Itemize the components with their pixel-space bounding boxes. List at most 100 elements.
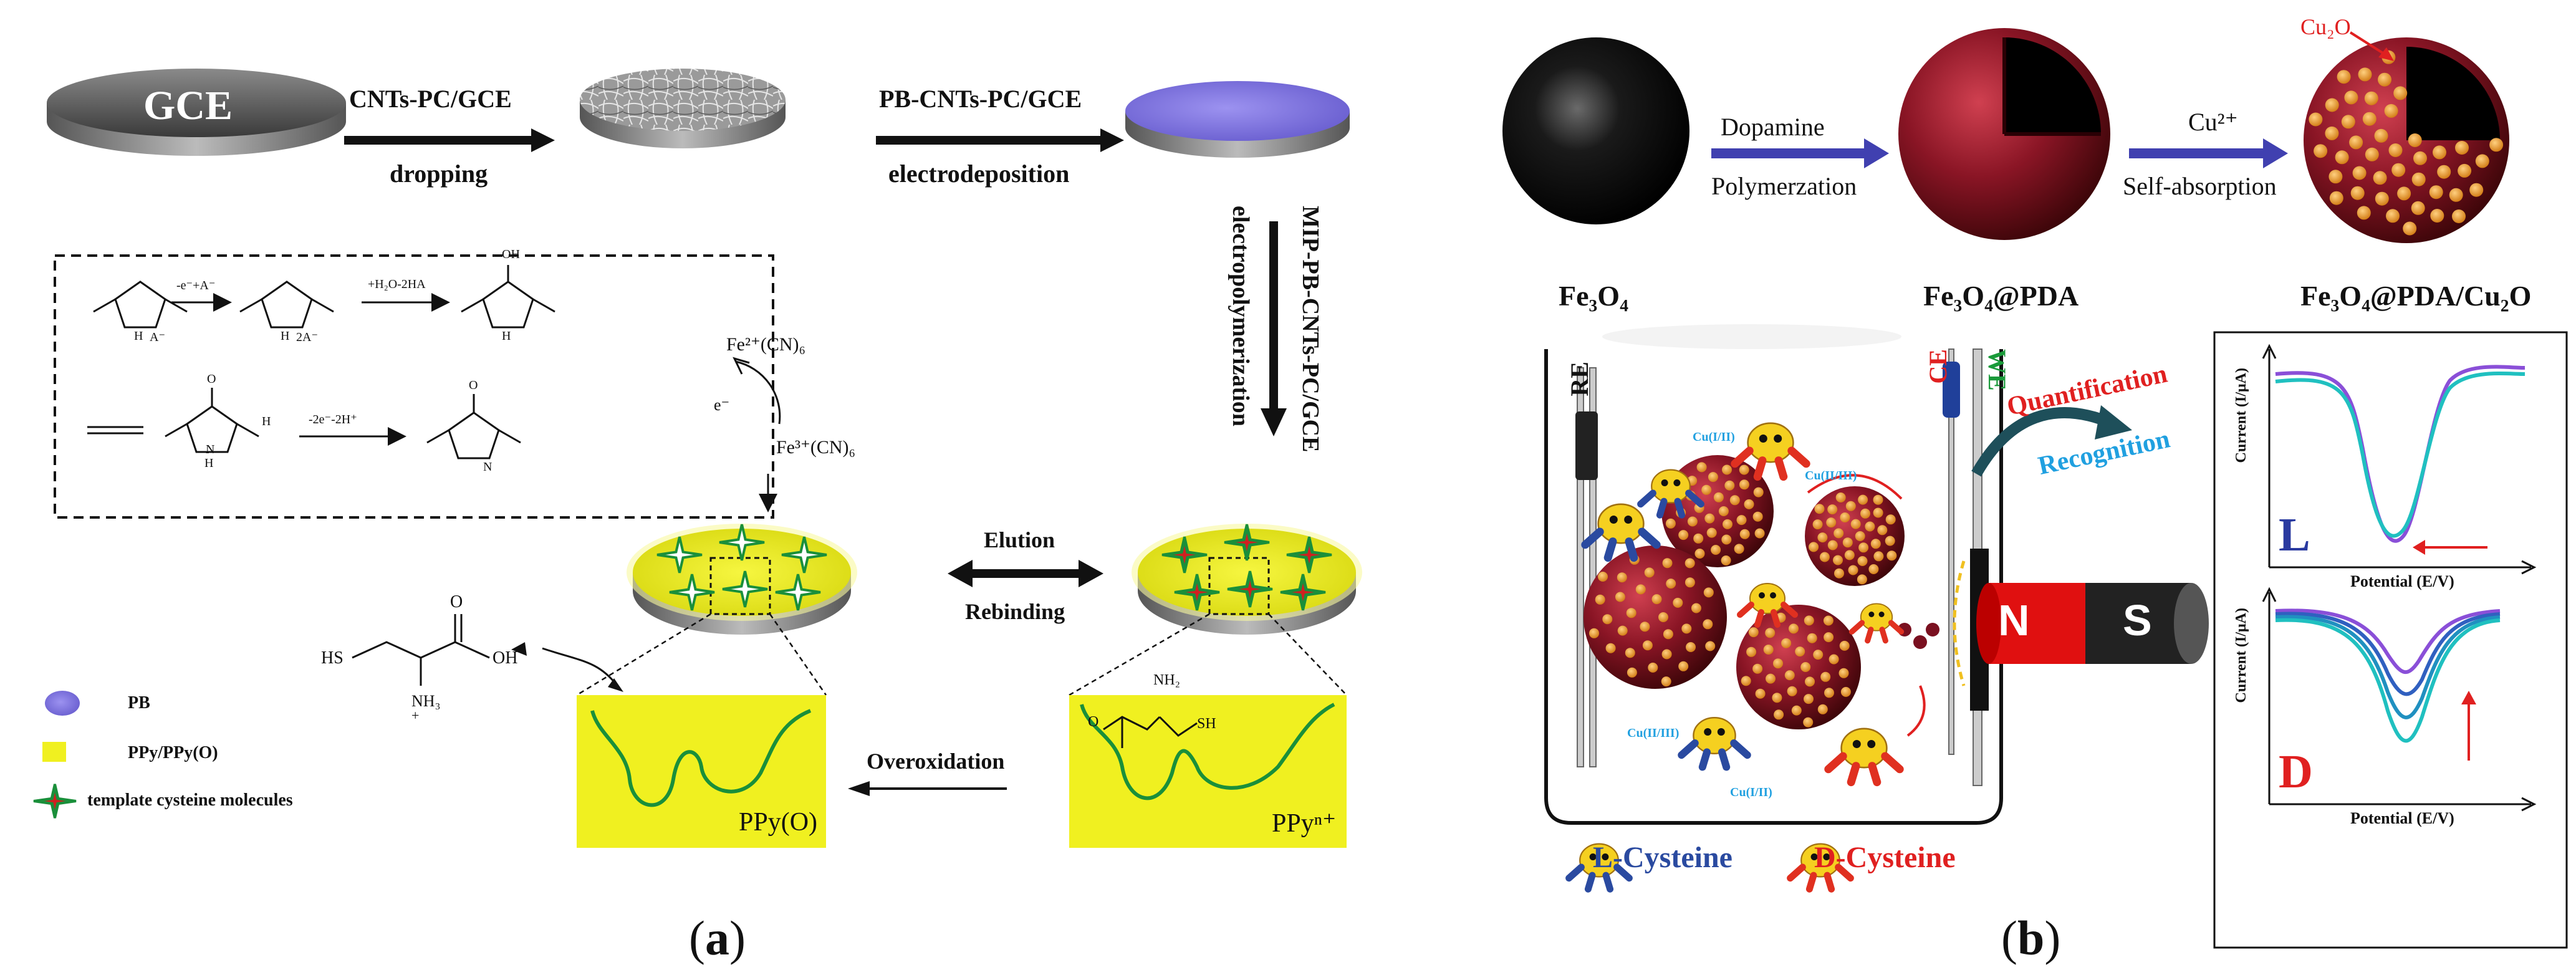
- arrow-overoxidation: [848, 781, 1007, 796]
- cys-oh-label: OH: [493, 648, 518, 668]
- cu2o-dot: [2411, 201, 2425, 215]
- cys-hs-label: HS: [321, 648, 344, 668]
- reaction-molecules: [93, 265, 555, 459]
- cysteine-mascot: [1787, 843, 1854, 893]
- template-stars: [1161, 524, 1332, 611]
- cu2o-dot: [2384, 103, 2398, 118]
- self-absorption-label: Self-absorption: [2123, 172, 2277, 200]
- legend-ppy-label: PPy/PPy(O): [128, 743, 218, 762]
- star-core: [1236, 533, 1258, 552]
- star-mark: [781, 536, 827, 574]
- cu2o-dot: [2393, 86, 2408, 100]
- cu2o-dot: [2349, 135, 2363, 150]
- electron-label: e⁻: [714, 396, 730, 414]
- magnet-n-label: N: [1998, 596, 2030, 645]
- fe3-label: Fe³⁺(CN)₆: [776, 437, 855, 458]
- legend-template-label: template cysteine molecules: [87, 790, 293, 810]
- cu-label-2: Cu(II/III): [1805, 469, 1857, 483]
- plot-top-curves: [2275, 365, 2526, 543]
- cavity-stars: [656, 524, 827, 611]
- caption-b: (b): [2001, 911, 2061, 965]
- plot-bottom-curves: [2275, 608, 2501, 743]
- reaction-arrows: [87, 293, 450, 446]
- star-mark: [656, 536, 703, 574]
- binding-arrow: [542, 647, 618, 686]
- cu2o-dot: [2350, 186, 2365, 200]
- elution-double-arrow: [948, 560, 1103, 587]
- fe3o4-pda-cu2o-label: Fe₃O₄@PDA/Cu₂O: [2300, 280, 2532, 312]
- gce-label: GCE: [143, 83, 233, 128]
- cu2o-dot: [2433, 145, 2446, 160]
- cu2o-dot: [2344, 90, 2358, 105]
- ppy-o-label: PPy(O): [739, 808, 818, 837]
- plot-top-axes: [2262, 343, 2537, 575]
- ppy-n-label: PPyⁿ⁺: [1272, 809, 1337, 838]
- cu2o-dot: [2337, 70, 2351, 84]
- cu2o-dot: [2408, 133, 2422, 147]
- cu2o-dot: [2411, 172, 2426, 186]
- cu2o-dot: [2429, 185, 2443, 199]
- caption-a: (a): [689, 911, 746, 965]
- cys-plus-label: +: [411, 708, 420, 723]
- step2-top-label: PB-CNTs-PC/GCE: [879, 85, 1082, 113]
- cysteine-mascot: [1731, 422, 1810, 481]
- cysteine-mascot: [1848, 603, 1905, 644]
- magnet-s-label: S: [2123, 596, 2152, 645]
- cu-label-3: Cu(II/III): [1627, 726, 1680, 740]
- mol-h-label-3: H: [502, 329, 511, 343]
- cu2o-dot: [2437, 165, 2451, 179]
- cys-nh3-label: NH₃: [411, 692, 441, 710]
- mol-n-label-2: N: [483, 460, 493, 474]
- fe3o4-label: Fe₃O₄: [1559, 280, 1628, 312]
- polymerzation-label: Polymerzation: [1711, 172, 1857, 200]
- mol-h-label-2: H: [281, 329, 290, 343]
- beaker: [1544, 324, 2003, 825]
- star-mark: [719, 524, 765, 561]
- free-particles: [1898, 623, 1939, 649]
- cysteine-mascot: [1637, 469, 1704, 519]
- ppy-o-block: [577, 695, 826, 848]
- legend-l-cysteine: L-Cysteine: [1593, 841, 1733, 874]
- cysteine-mascot: [1565, 843, 1633, 893]
- star-core: [1173, 545, 1196, 564]
- overoxidation-label: Overoxidation: [867, 749, 1005, 774]
- cu2o-dot: [2364, 91, 2378, 105]
- cu2o-dot: [2374, 128, 2388, 143]
- signal-arrow: [1971, 407, 2116, 477]
- fe3o4-pda-label: Fe₃O₄@PDA: [1923, 280, 2079, 312]
- mol-h-label-5: H: [204, 456, 214, 470]
- legend-template-swatch: [33, 784, 77, 819]
- cu-label-4: Cu(I/II): [1730, 785, 1772, 799]
- cu2o-dot: [2328, 170, 2343, 184]
- cu2o-dot: [2388, 143, 2403, 157]
- cu2o-dot: [2449, 188, 2463, 202]
- cu2o-dot: [2458, 163, 2472, 178]
- cu2o-dot: [2314, 144, 2328, 158]
- star-core: [1239, 580, 1261, 598]
- legend-d-cysteine: D-Cysteine: [1814, 841, 1956, 874]
- mol-2a-label: 2A⁻: [296, 330, 318, 344]
- pb-disk: [1125, 81, 1350, 158]
- star-mark: [775, 574, 821, 611]
- arrow-dropping: [344, 128, 555, 152]
- star-mark: [722, 570, 768, 608]
- legend-pb-swatch: [45, 691, 80, 716]
- cu2o-dot: [2341, 115, 2355, 129]
- cu2o-dot: [2469, 183, 2484, 197]
- ppy-nh2-label: NH₂: [1153, 672, 1181, 688]
- cysteine-mascots: [1565, 422, 1905, 893]
- legend-a: [33, 691, 80, 819]
- cu2o-dot: [2325, 126, 2339, 140]
- star-mark: [669, 574, 715, 611]
- mol-a-label: A⁻: [150, 330, 165, 344]
- cu2o-dot: [2386, 209, 2400, 223]
- cu2o-dot: [2397, 186, 2411, 201]
- cu2o-dot: [2358, 67, 2372, 82]
- star-core: [1186, 583, 1208, 602]
- particle: [1661, 455, 1774, 567]
- cys-o-label: O: [450, 592, 463, 612]
- fe3o4-pda-sphere: [1898, 28, 2110, 240]
- cu2o-label: Cu₂O: [2300, 14, 2351, 39]
- ce-electrode: [1943, 348, 1960, 755]
- plot-top-red-arrow: [2413, 540, 2487, 555]
